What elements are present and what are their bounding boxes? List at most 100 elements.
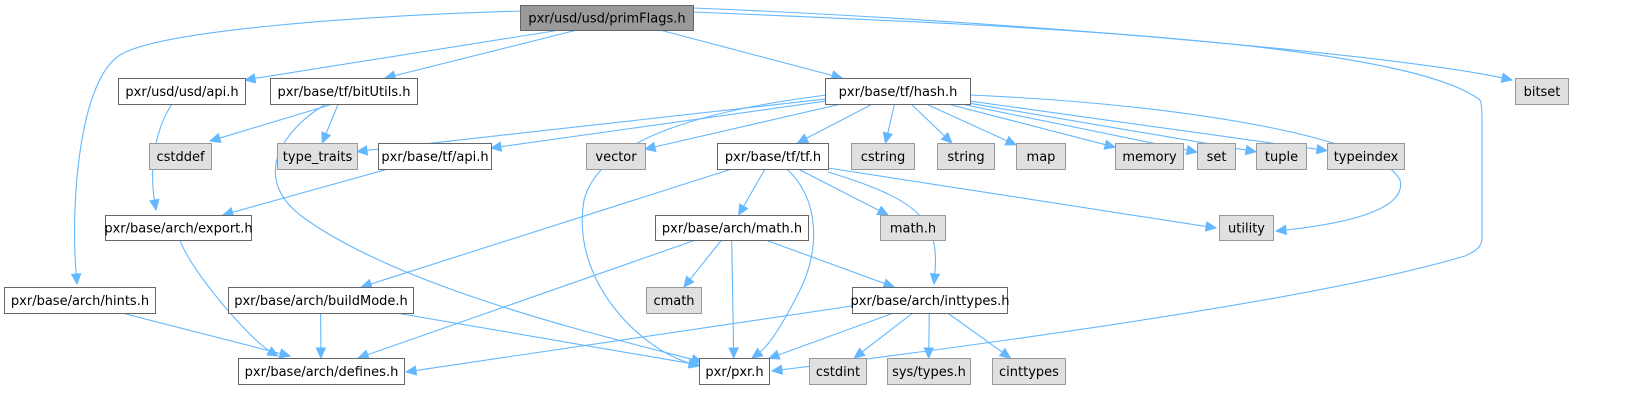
arrowhead-icon <box>751 347 764 359</box>
node-map: map <box>1016 143 1066 170</box>
node-export[interactable]: pxr/base/arch/export.h <box>104 215 253 241</box>
edge-line <box>274 103 695 361</box>
node-box <box>1256 143 1307 170</box>
arrowhead-icon <box>929 273 941 286</box>
node-cinttypes: cinttypes <box>992 358 1066 385</box>
arrowhead-icon <box>876 205 890 216</box>
node-defines[interactable]: pxr/base/arch/defines.h <box>238 358 405 385</box>
node-label: pxr/usd/usd/primFlags.h <box>528 12 685 27</box>
edge-hash-to-tuple <box>969 102 1258 156</box>
edge-line <box>742 168 766 209</box>
node-archMath[interactable]: pxr/base/arch/math.h <box>655 215 809 241</box>
node-pxr[interactable]: pxr/pxr.h <box>699 358 770 385</box>
arrowhead-icon <box>315 347 327 360</box>
edge-bitUtils-to-cstddef <box>208 103 334 144</box>
node-label: pxr/base/arch/hints.h <box>11 294 149 309</box>
edge-hash-to-set <box>961 103 1199 156</box>
node-box <box>105 215 252 241</box>
node-usdApi[interactable]: pxr/usd/usd/api.h <box>118 78 246 105</box>
node-box <box>586 143 646 170</box>
node-box <box>937 143 995 170</box>
edge-line <box>827 167 1209 228</box>
node-bitUtils[interactable]: pxr/base/tf/bitUtils.h <box>270 78 418 105</box>
edge-tfApi-to-export <box>221 168 389 218</box>
edge-tf-to-inttypes <box>827 171 941 286</box>
node-label: pxr/base/tf/tf.h <box>725 150 821 165</box>
edge-line <box>969 100 1320 151</box>
node-box <box>825 78 971 105</box>
node-label: cmath <box>653 294 694 309</box>
edge-line <box>928 312 930 351</box>
node-box <box>646 287 702 314</box>
arrowhead-icon <box>738 203 749 217</box>
arrowhead-icon <box>940 131 953 144</box>
node-label: string <box>947 150 984 165</box>
node-box <box>1327 143 1405 170</box>
arrowhead-icon <box>489 141 503 152</box>
arrowhead-icon <box>796 133 810 144</box>
node-box <box>851 143 915 170</box>
node-label: pxr/base/arch/buildMode.h <box>234 294 408 309</box>
edge-line <box>860 312 914 354</box>
edge-hash-to-cstring <box>882 103 896 145</box>
edge-primFlags-to-hash <box>659 29 844 81</box>
node-tfApi[interactable]: pxr/base/tf/api.h <box>378 143 492 170</box>
edge-hash-to-vector <box>643 103 842 152</box>
node-label: pxr/base/arch/defines.h <box>245 365 399 380</box>
node-label: sys/types.h <box>892 365 966 380</box>
edge-tf-to-pxr <box>751 168 815 359</box>
arrowhead-icon <box>770 364 784 375</box>
arrowhead-icon <box>1244 144 1258 156</box>
node-primFlags[interactable]: pxr/usd/usd/primFlags.h <box>520 5 694 31</box>
edge-hash-to-typeindex <box>969 100 1329 155</box>
edge-line <box>365 239 696 356</box>
arrowhead-icon <box>728 347 739 360</box>
node-tuple: tuple <box>1256 143 1307 170</box>
node-box <box>270 78 418 105</box>
edge-line <box>961 103 1190 152</box>
edge-tf-to-archMath <box>738 168 766 217</box>
edge-archMath-to-inttypes <box>765 239 896 289</box>
node-label: type_traits <box>283 150 353 165</box>
node-hints[interactable]: pxr/base/arch/hints.h <box>4 287 156 314</box>
node-label: pxr/base/arch/inttypes.h <box>851 294 1010 309</box>
edge-archMath-to-pxr <box>728 239 739 360</box>
arrowhead-icon <box>360 278 373 289</box>
edge-primFlags-to-bitset <box>692 7 1514 83</box>
node-string: string <box>937 143 995 170</box>
node-typeindex: typeindex <box>1327 143 1405 170</box>
edge-inttypes-to-cstdint <box>853 312 914 359</box>
edge-line <box>252 29 561 80</box>
node-systypes: sys/types.h <box>887 358 971 385</box>
node-label: pxr/base/tf/bitUtils.h <box>277 85 410 100</box>
edge-line <box>74 10 521 277</box>
edge-bitUtils-to-type_traits <box>321 103 339 145</box>
arrowhead-icon <box>243 73 257 84</box>
node-cstdint: cstdint <box>809 358 867 385</box>
node-buildMode[interactable]: pxr/base/arch/buildMode.h <box>228 287 414 314</box>
edge-line <box>396 312 692 365</box>
arrowhead-icon <box>882 278 896 289</box>
node-label: pxr/base/tf/hash.h <box>839 85 958 100</box>
edge-line <box>776 312 894 357</box>
edge-line <box>692 11 1483 371</box>
edge-hash-to-memory <box>947 103 1117 150</box>
edge-primFlags-to-pxr <box>692 11 1483 375</box>
edge-line <box>758 168 815 354</box>
node-set: set <box>1197 143 1236 170</box>
node-inttypes[interactable]: pxr/base/arch/inttypes.h <box>851 287 1010 314</box>
arrowhead-icon <box>687 358 701 369</box>
arrowhead-icon <box>643 141 657 152</box>
edge-inttypes-to-defines <box>404 305 853 376</box>
node-hash[interactable]: pxr/base/tf/hash.h <box>825 78 971 105</box>
edge-line <box>804 103 873 140</box>
edge-line <box>324 103 339 136</box>
edge-line <box>688 239 722 282</box>
edge-primFlags-to-bitUtils <box>383 29 578 81</box>
edge-primFlags-to-hints <box>70 10 521 286</box>
node-label: pxr/base/arch/math.h <box>662 222 802 237</box>
edge-line <box>947 312 1005 354</box>
node-box <box>277 143 358 170</box>
node-tf[interactable]: pxr/base/tf/tf.h <box>717 143 829 170</box>
